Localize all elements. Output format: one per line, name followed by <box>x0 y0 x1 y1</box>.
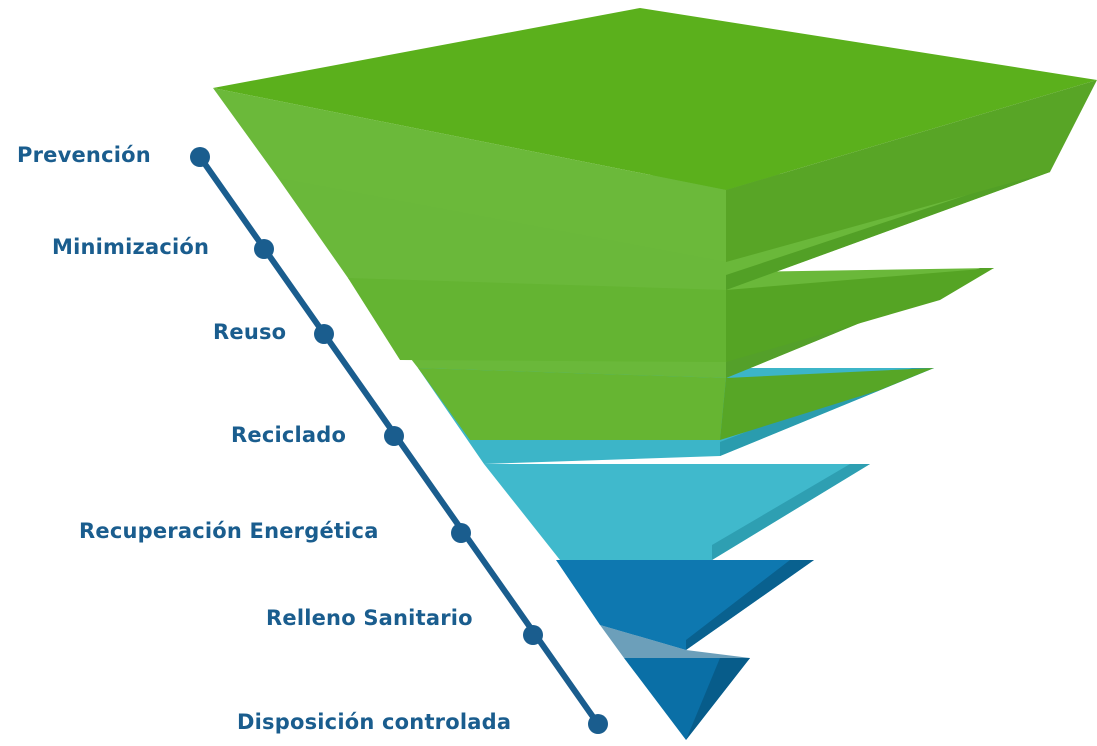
dot-reciclado <box>384 426 404 446</box>
dot-relleno <box>523 625 543 645</box>
label-recuperacion-energetica: Recuperación Energética <box>79 519 379 543</box>
label-prevencion: Prevención <box>17 143 151 167</box>
band-relleno-sanitario <box>556 560 814 658</box>
dot-minimizacion <box>254 239 274 259</box>
label-reciclado: Reciclado <box>231 423 347 447</box>
band-prevencion <box>213 8 1097 262</box>
label-reuso: Reuso <box>213 320 287 344</box>
label-minimizacion: Minimización <box>52 235 210 259</box>
dot-disposicion <box>588 714 608 734</box>
label-relleno-sanitario: Relleno Sanitario <box>266 606 473 630</box>
band-recuperacion-energetica <box>484 464 870 560</box>
dot-reuso <box>314 324 334 344</box>
dot-recuperacion <box>451 523 471 543</box>
dot-prevencion <box>190 147 210 167</box>
band-disposicion-controlada <box>624 658 750 740</box>
label-disposicion-controlada: Disposición controlada <box>237 710 512 734</box>
